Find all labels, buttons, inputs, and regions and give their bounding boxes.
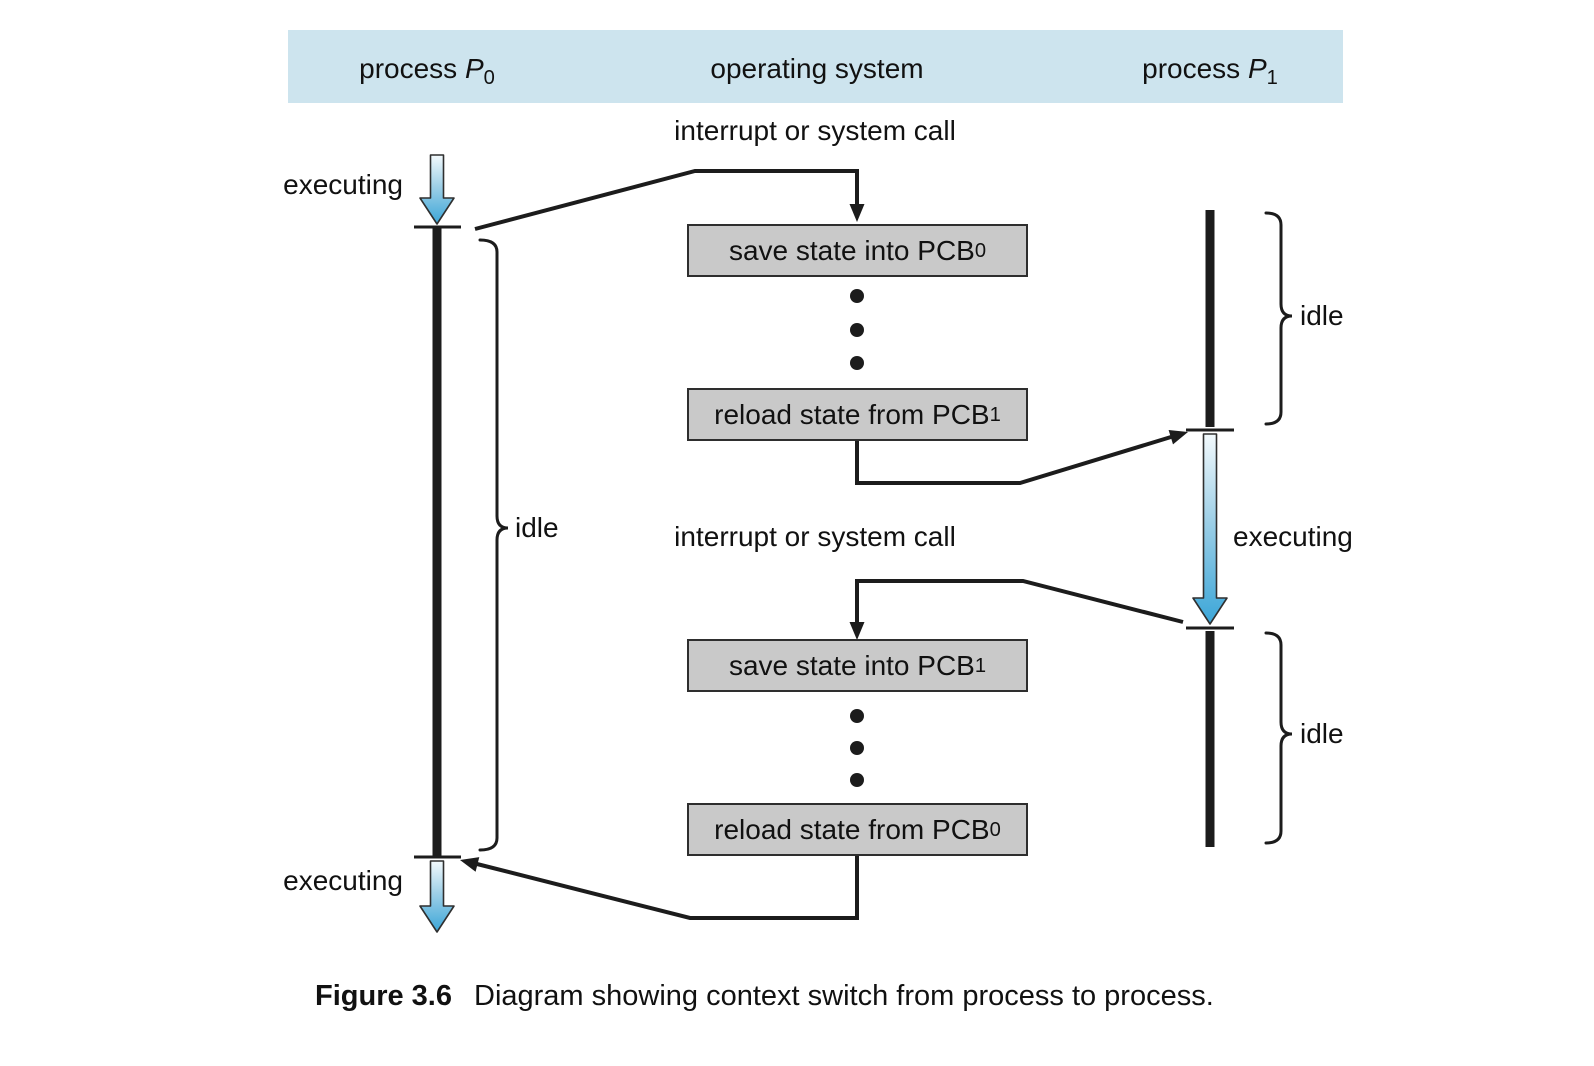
label-interrupt-or-system-call-top: interrupt or system call: [674, 115, 956, 146]
label-idle-p0: idle: [515, 512, 559, 543]
box-save-state-pcb1-text: save state into PCB: [728, 649, 975, 681]
switch-arrow-to-p1: [855, 430, 1188, 485]
header-p0-var: P: [464, 53, 484, 84]
header-p0-sub: 0: [483, 67, 495, 90]
header-p1-text: process: [1142, 53, 1248, 84]
interrupt-arrow-2: [849, 579, 1184, 640]
switch-arrow-to-p0: [460, 856, 859, 920]
label-idle-p1-top: idle: [1300, 300, 1344, 331]
header-bar: [288, 30, 1343, 103]
label-interrupt-or-system-call-bottom: interrupt or system call: [674, 521, 956, 552]
interrupt-arrow-1: [474, 169, 865, 231]
header-label-operating-system: operating system: [710, 53, 924, 84]
header-p0-text: process: [359, 53, 465, 84]
blue-arrow-p1-executing: [1192, 433, 1228, 625]
label-idle-p1-bottom: idle: [1300, 718, 1344, 749]
label-executing-p0-top: executing: [283, 169, 403, 200]
ellipsis-dots-bottom: [850, 709, 864, 787]
idle-brace-p1-top: [1264, 211, 1293, 426]
box-reload-state-pcb0-text: reload state from PCB: [714, 813, 990, 845]
header-label-process-p0: process P0: [359, 53, 495, 88]
label-executing-p1: executing: [1233, 521, 1353, 552]
label-executing-p0-bottom: executing: [283, 865, 403, 896]
blue-arrow-p0-executing-start: [419, 154, 455, 225]
blue-arrow-p0-executing-resume: [419, 860, 455, 933]
box-save-state-pcb0-text: save state into PCB: [728, 234, 975, 266]
caption: Figure 3.6 Diagram showing context switch…: [315, 980, 1214, 1013]
idle-brace-p1-bottom: [1264, 631, 1293, 845]
header-label-process-p1: process P1: [1142, 53, 1278, 88]
header-p1-sub: 1: [1266, 67, 1278, 90]
caption-text: Diagram showing context switch from proc…: [474, 980, 1214, 1012]
ellipsis-dots-top: [850, 289, 864, 370]
idle-brace-p0: [478, 238, 509, 852]
header-p1-var: P: [1247, 53, 1267, 84]
caption-figure-number: Figure 3.6: [315, 980, 452, 1012]
box-reload-state-pcb1-text: reload state from PCB: [714, 398, 990, 430]
